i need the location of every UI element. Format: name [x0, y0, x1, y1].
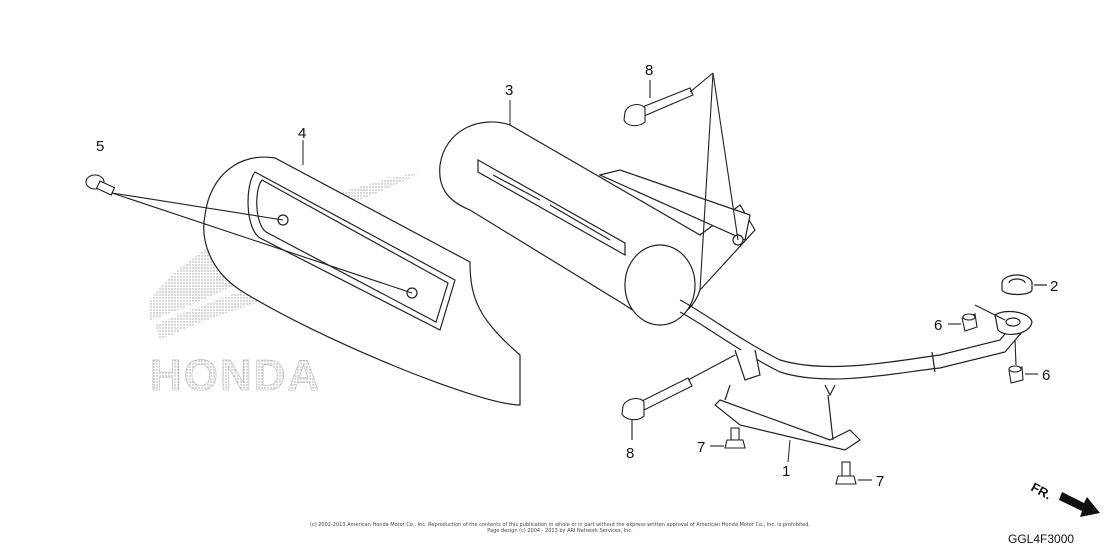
copyright-line-2: Page design (c) 2004 - 2013 by ARI Netwo…	[487, 528, 633, 534]
callout-7-left: 7	[697, 439, 705, 456]
callout-8-upper: 8	[645, 62, 653, 79]
front-arrow-icon	[1059, 492, 1100, 517]
callout-4: 4	[298, 125, 306, 142]
bolt-8-lower	[621, 354, 736, 440]
leader-lines	[302, 100, 791, 463]
bolt-8-upper	[623, 72, 739, 291]
callout-6-lower: 6	[1042, 367, 1050, 384]
front-direction-indicator: FR.	[1029, 479, 1100, 517]
bolt-5	[85, 174, 413, 294]
callout-2: 2	[1050, 278, 1058, 295]
diagram-code: GGL4F3000	[1008, 532, 1075, 546]
callout-3: 3	[505, 82, 513, 99]
nut-6-lower	[1008, 339, 1038, 384]
callout-5: 5	[96, 138, 104, 155]
gasket	[1001, 274, 1047, 296]
callout-1: 1	[782, 463, 790, 480]
bolt-7-right	[835, 461, 872, 485]
callout-7-right: 7	[876, 473, 884, 490]
honda-watermark-text: HONDA	[150, 351, 321, 400]
copyright-line-1: (c) 2002-2013 American Honda Motor Co., …	[310, 522, 810, 528]
exhaust-pipe	[679, 299, 1033, 451]
bolt-7-left	[710, 427, 746, 449]
front-label: FR.	[1029, 479, 1055, 502]
muffler	[439, 121, 756, 326]
callout-6-upper: 6	[934, 317, 942, 334]
copyright-notice: (c) 2002-2013 American Honda Motor Co., …	[300, 522, 820, 534]
callout-8-lower: 8	[626, 445, 634, 462]
nut-6-upper	[948, 304, 1006, 332]
